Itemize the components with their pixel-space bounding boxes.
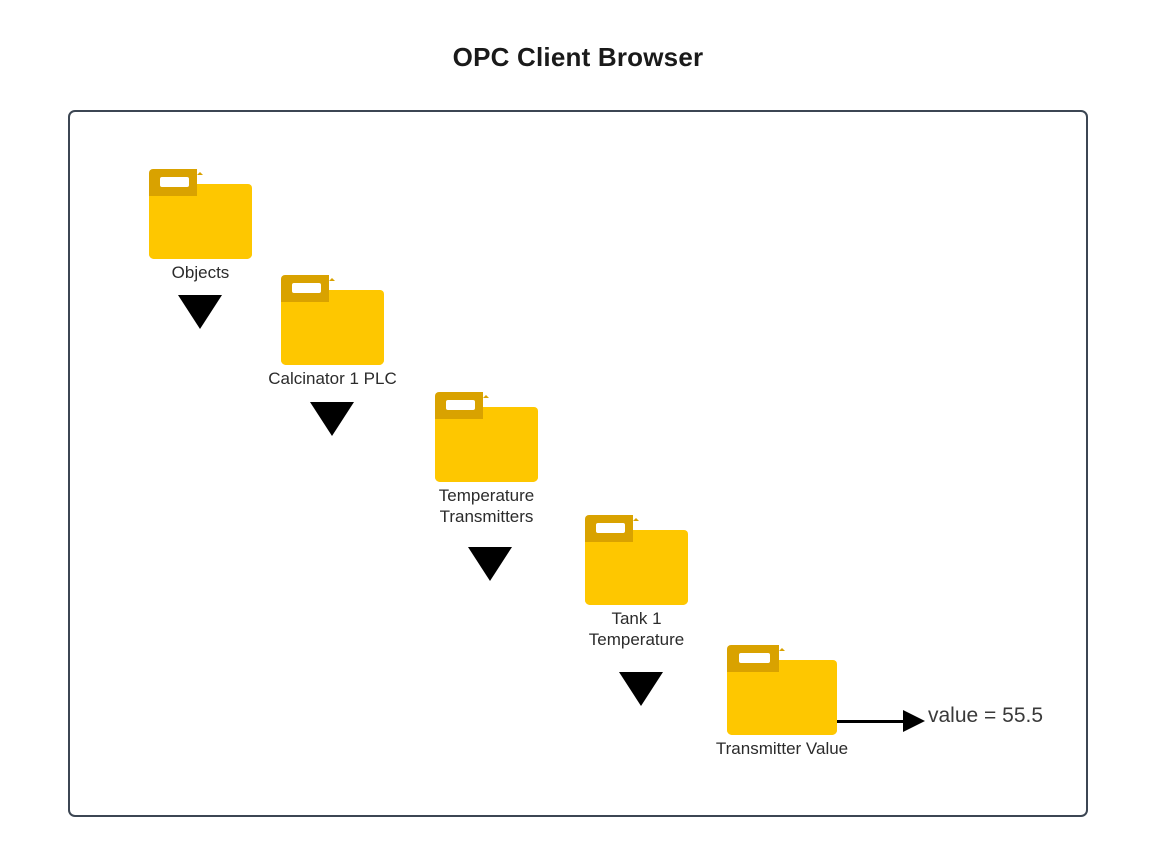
tree-node-label: Calcinator 1 PLC <box>268 369 397 388</box>
folder-icon <box>281 275 384 365</box>
arrow-down-icon <box>178 295 222 329</box>
folder-label-slot <box>596 523 626 533</box>
folder-label-slot <box>739 653 770 663</box>
folder-icon <box>585 515 688 605</box>
arrow-down-icon <box>619 672 663 706</box>
folder-front <box>585 542 688 605</box>
folder-icon <box>149 169 252 259</box>
folder-front <box>727 672 837 735</box>
folder-icon <box>727 645 837 735</box>
tree-node-label: Temperature Transmitters <box>438 486 535 526</box>
folder-label-slot <box>446 400 476 410</box>
page-title: OPC Client Browser <box>452 42 704 72</box>
tree-node-temperature-transmitters[interactable]: Temperature Transmitters <box>435 392 538 526</box>
folder-label-slot <box>292 283 322 293</box>
tree-node-label: Transmitter Value <box>715 739 849 758</box>
folder-icon <box>435 392 538 482</box>
arrow-down-icon <box>468 547 512 581</box>
tree-node-label: Tank 1 Temperature <box>588 609 685 649</box>
folder-front <box>281 302 384 365</box>
tree-node-label: Objects <box>171 263 230 282</box>
arrow-down-icon <box>310 402 354 436</box>
tree-node-objects[interactable]: Objects <box>149 169 252 282</box>
folder-label-slot <box>160 177 190 187</box>
value-readout: value = 55.5 <box>928 704 1044 727</box>
tree-node-calcinator-1-plc[interactable]: Calcinator 1 PLC <box>268 275 397 388</box>
connector-line <box>835 720 907 723</box>
folder-front <box>149 196 252 259</box>
diagram-canvas: Objects Calcinator 1 PLC Temperature Tra… <box>68 110 1088 817</box>
value-connector <box>835 710 927 732</box>
tree-node-tank-1-temperature[interactable]: Tank 1 Temperature <box>585 515 688 649</box>
folder-front <box>435 419 538 482</box>
arrow-right-icon <box>903 710 925 732</box>
tree-node-transmitter-value[interactable]: Transmitter Value <box>716 645 848 758</box>
